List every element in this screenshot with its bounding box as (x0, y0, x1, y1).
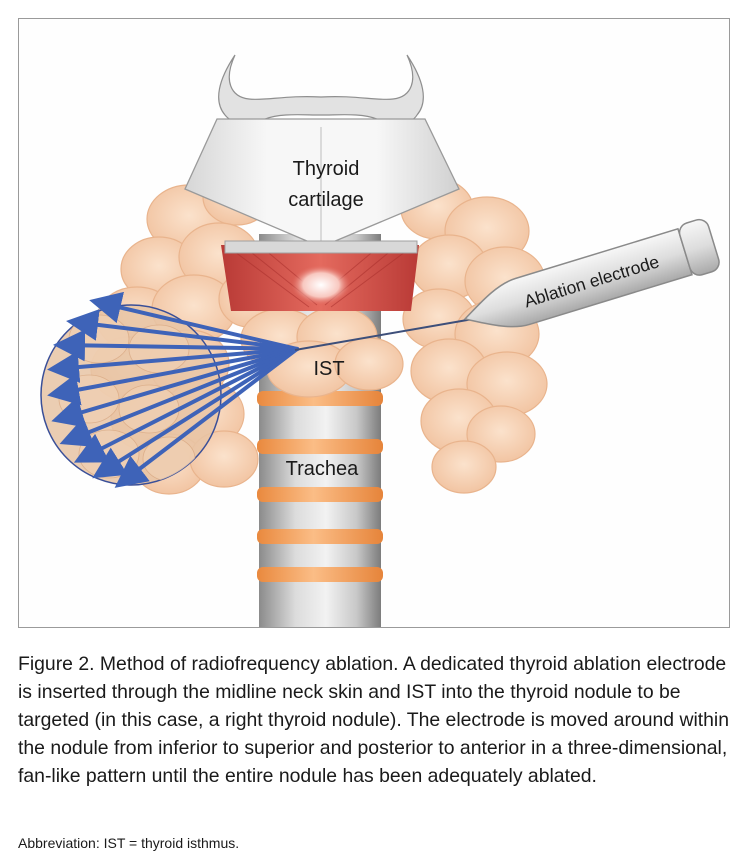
thyroid-nodule (40, 304, 222, 486)
abbreviation-note: Abbreviation: IST = thyroid isthmus. (18, 835, 240, 851)
figure-caption: Figure 2. Method of radiofrequency ablat… (18, 653, 730, 787)
figure-frame: Ablation electrode Thyroid cartilage IST… (18, 18, 730, 628)
thyroid-cartilage-label-line1: Thyroid (293, 158, 360, 180)
trachea-rings (257, 391, 383, 582)
trachea-label: Trachea (286, 458, 360, 480)
thyroid-diagram: Ablation electrode Thyroid cartilage IST… (40, 54, 720, 627)
thyroid-cartilage (184, 54, 460, 254)
cricothyroid-muscle (221, 245, 419, 311)
ablation-fan-arrows (47, 291, 299, 488)
ist-label: IST (313, 358, 344, 380)
thyroid-cartilage-label-line2: cartilage (288, 189, 364, 211)
